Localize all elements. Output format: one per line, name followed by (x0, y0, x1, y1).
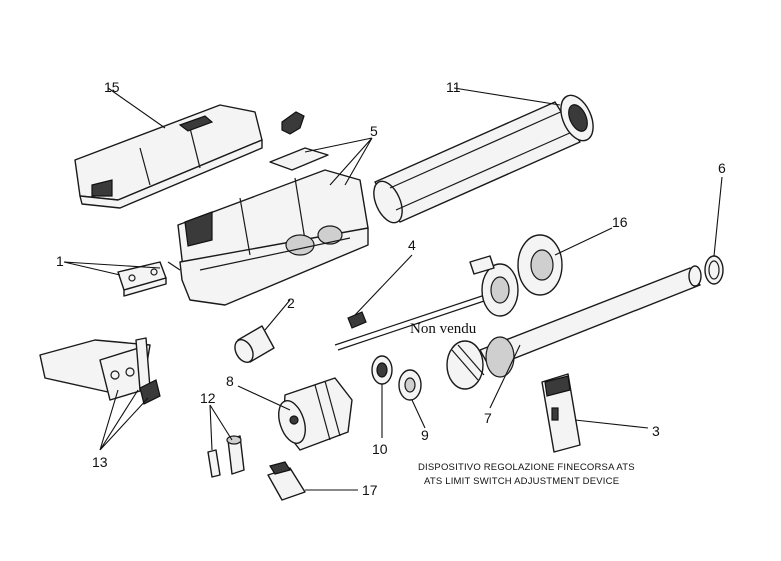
callout-labels: 15 5 11 6 16 4 1 2 Non vendu 8 12 7 3 9 … (56, 79, 726, 498)
callout-13: 13 (92, 454, 108, 470)
part-2-cylinder (234, 325, 275, 363)
part-8-motor (278, 377, 353, 451)
callout-1: 1 (56, 253, 64, 269)
callout-11: 11 (446, 79, 461, 95)
part-17-connector (267, 461, 306, 501)
part-5-plate (269, 147, 329, 171)
part-5-clip (281, 111, 305, 135)
callout-7: 7 (484, 410, 492, 426)
part-16-flange (517, 234, 563, 296)
part-12-bolts (207, 435, 245, 478)
not-sold-note: Non vendu (410, 321, 477, 337)
part-4-limit-switch (334, 255, 519, 351)
callout-17: 17 (362, 482, 378, 498)
part-15-top-cover (74, 104, 263, 209)
callout-5: 5 (370, 123, 378, 139)
part-6-ring (704, 255, 724, 285)
callout-8: 8 (226, 373, 234, 389)
leader-lines (63, 87, 723, 491)
part-1-bracket (117, 261, 181, 297)
part-5-housing (177, 169, 369, 306)
part-13-mounting-plate (39, 337, 161, 405)
callout-12: 12 (200, 390, 216, 406)
callout-16: 16 (612, 214, 628, 230)
callout-2: 2 (287, 295, 295, 311)
callout-9: 9 (421, 427, 429, 443)
part-11-tube (373, 94, 594, 224)
callout-15: 15 (104, 79, 120, 95)
callout-10: 10 (372, 441, 388, 457)
callout-6: 6 (718, 160, 726, 176)
part-10-gear (371, 355, 393, 385)
part-3-ats-device (541, 373, 581, 453)
ats-caption-english: ATS LIMIT SWITCH ADJUSTMENT DEVICE (424, 476, 619, 487)
callout-3: 3 (652, 423, 660, 439)
part-9-gear (398, 369, 422, 401)
ats-caption-italian: DISPOSITIVO REGOLAZIONE FINECORSA ATS (418, 462, 635, 473)
callout-4: 4 (408, 237, 416, 253)
part-7-shaft (446, 265, 702, 390)
